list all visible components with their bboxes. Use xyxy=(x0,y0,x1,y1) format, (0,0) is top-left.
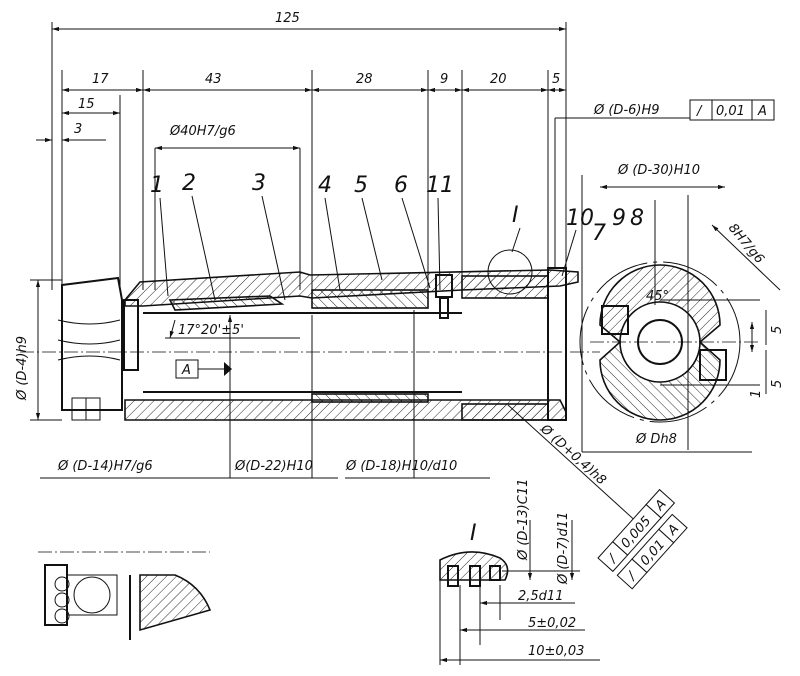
part-3: 3 xyxy=(252,171,266,196)
tol-top-datum: A xyxy=(757,104,767,119)
dim-3: 3 xyxy=(74,122,82,137)
dim-25d11: 2,5d11 xyxy=(518,589,563,604)
dim-dD14: Ø (D-14)H7/g6 xyxy=(57,459,153,474)
taper-angle: 17°20'±5' xyxy=(178,323,244,338)
detail-mark-top: I xyxy=(512,203,519,228)
part-7: 7 xyxy=(592,221,606,246)
tol-top-value: 0,01 xyxy=(716,104,745,119)
dim-5: 5 xyxy=(552,72,560,87)
dim-10-003: 10±0,03 xyxy=(528,644,584,659)
sec-dim-5b: 5 xyxy=(770,380,785,388)
sec-dim-5a: 5 xyxy=(770,326,785,334)
part-8: 8 xyxy=(630,206,644,231)
part-9: 9 xyxy=(612,206,626,231)
dim-dD04: Ø (D+0,4)h8 xyxy=(537,421,609,488)
taper-annotation: 17°20'±5' xyxy=(165,319,300,339)
part-1: 1 xyxy=(150,173,164,198)
dim-9: 9 xyxy=(440,72,448,87)
dim-dDh8: Ø Dh8 xyxy=(635,432,677,447)
part-labels: 1 2 3 4 5 6 11 10 7 9 8 I xyxy=(150,171,644,301)
part-6: 6 xyxy=(394,173,408,198)
dim-15: 15 xyxy=(78,97,95,112)
dim-dD22: Ø(D-22)H10 xyxy=(234,459,313,474)
dim-20: 20 xyxy=(490,72,507,87)
diagonal-dim-group: Ø (D+0,4)h8 / 0,005 A / 0,01 A xyxy=(507,404,688,590)
dim-dD13: Ø (D-13)C11 xyxy=(516,479,531,561)
dim-5-002: 5±0,02 xyxy=(528,616,576,631)
part-5: 5 xyxy=(354,173,368,198)
part-4: 4 xyxy=(318,173,332,198)
cross-section: Ø (D-30)H10 45° 8H7/g6 1 5 5 Ø Dh8 xyxy=(579,163,785,453)
datum-a-label: A xyxy=(181,363,191,378)
detail-i: I Ø (D-13)C11 Ø (D-7)d11 2,5d11 5±0,02 1… xyxy=(439,479,600,665)
dim-dD18: Ø (D-18)H10/d10 xyxy=(345,459,457,474)
dim-17: 17 xyxy=(92,72,109,87)
tol-top-symbol: / xyxy=(696,104,703,119)
bore-dims: Ø (D-14)H7/g6 Ø(D-22)H10 Ø (D-18)H10/d10 xyxy=(40,310,490,479)
dim-dD6: Ø (D-6)H9 xyxy=(593,103,660,118)
dim-28: 28 xyxy=(356,72,373,87)
dim-dD30: Ø (D-30)H10 xyxy=(617,163,700,178)
part-11: 11 xyxy=(426,173,454,198)
bottom-left-view xyxy=(38,551,212,640)
chamfer-angle: 45° xyxy=(646,289,669,304)
dim-dD6-group: Ø (D-6)H9 / 0,01 A xyxy=(554,99,775,268)
dim-43: 43 xyxy=(205,72,222,87)
dim-125: 125 xyxy=(275,11,300,26)
dim-dD4-group: Ø (D-4)h9 xyxy=(15,279,62,421)
detail-mark-bottom: I xyxy=(470,521,477,546)
top-dimensions: 125 17 15 3 43 28 9 20 5 Ø40H7/g6 xyxy=(36,11,567,290)
part-2: 2 xyxy=(182,171,196,196)
sec-dim-1: 1 xyxy=(749,390,764,398)
part-10: 10 xyxy=(566,206,594,231)
dim-dD7: Ø (D-7)d11 xyxy=(556,512,571,585)
datum-a: A xyxy=(175,359,232,379)
dim-d40: Ø40H7/g6 xyxy=(169,124,236,139)
housing-section xyxy=(20,249,600,421)
dim-dD4: Ø (D-4)h9 xyxy=(15,336,30,401)
